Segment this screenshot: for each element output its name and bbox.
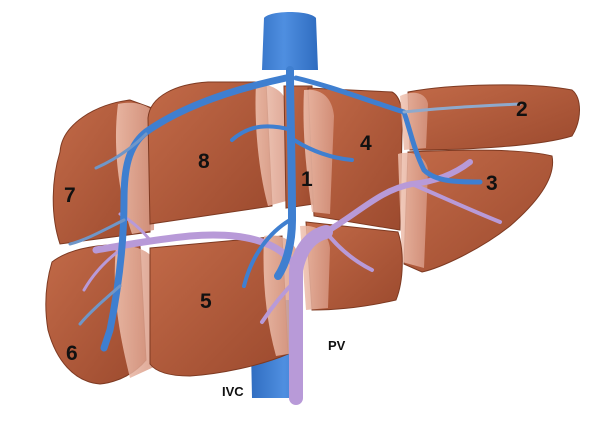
segment-5-lobe: [149, 235, 289, 377]
segment-label-2: 2: [516, 98, 528, 121]
ivc-label: IVC: [222, 384, 244, 399]
segment-2-lobe: [407, 84, 580, 151]
pv-label: PV: [328, 338, 346, 353]
segment-4b-lobe: [305, 221, 403, 311]
segment-label-6: 6: [66, 342, 78, 365]
portal-vein-tree: [82, 159, 502, 405]
segment-label-8: 8: [198, 150, 210, 173]
segment-label-5: 5: [200, 290, 212, 313]
segment-8-lobe: [147, 81, 273, 225]
segment-6-cut-face: [114, 245, 158, 378]
segment-2-cut-face: [400, 92, 428, 150]
segment-8-cut-face: [255, 84, 290, 206]
segment-label-7: 7: [64, 184, 76, 207]
segment-label-4: 4: [360, 132, 372, 155]
hepatic-vein-tree: [68, 66, 522, 352]
segment-label-3: 3: [486, 172, 498, 195]
segment-label-1: 1: [301, 168, 313, 191]
